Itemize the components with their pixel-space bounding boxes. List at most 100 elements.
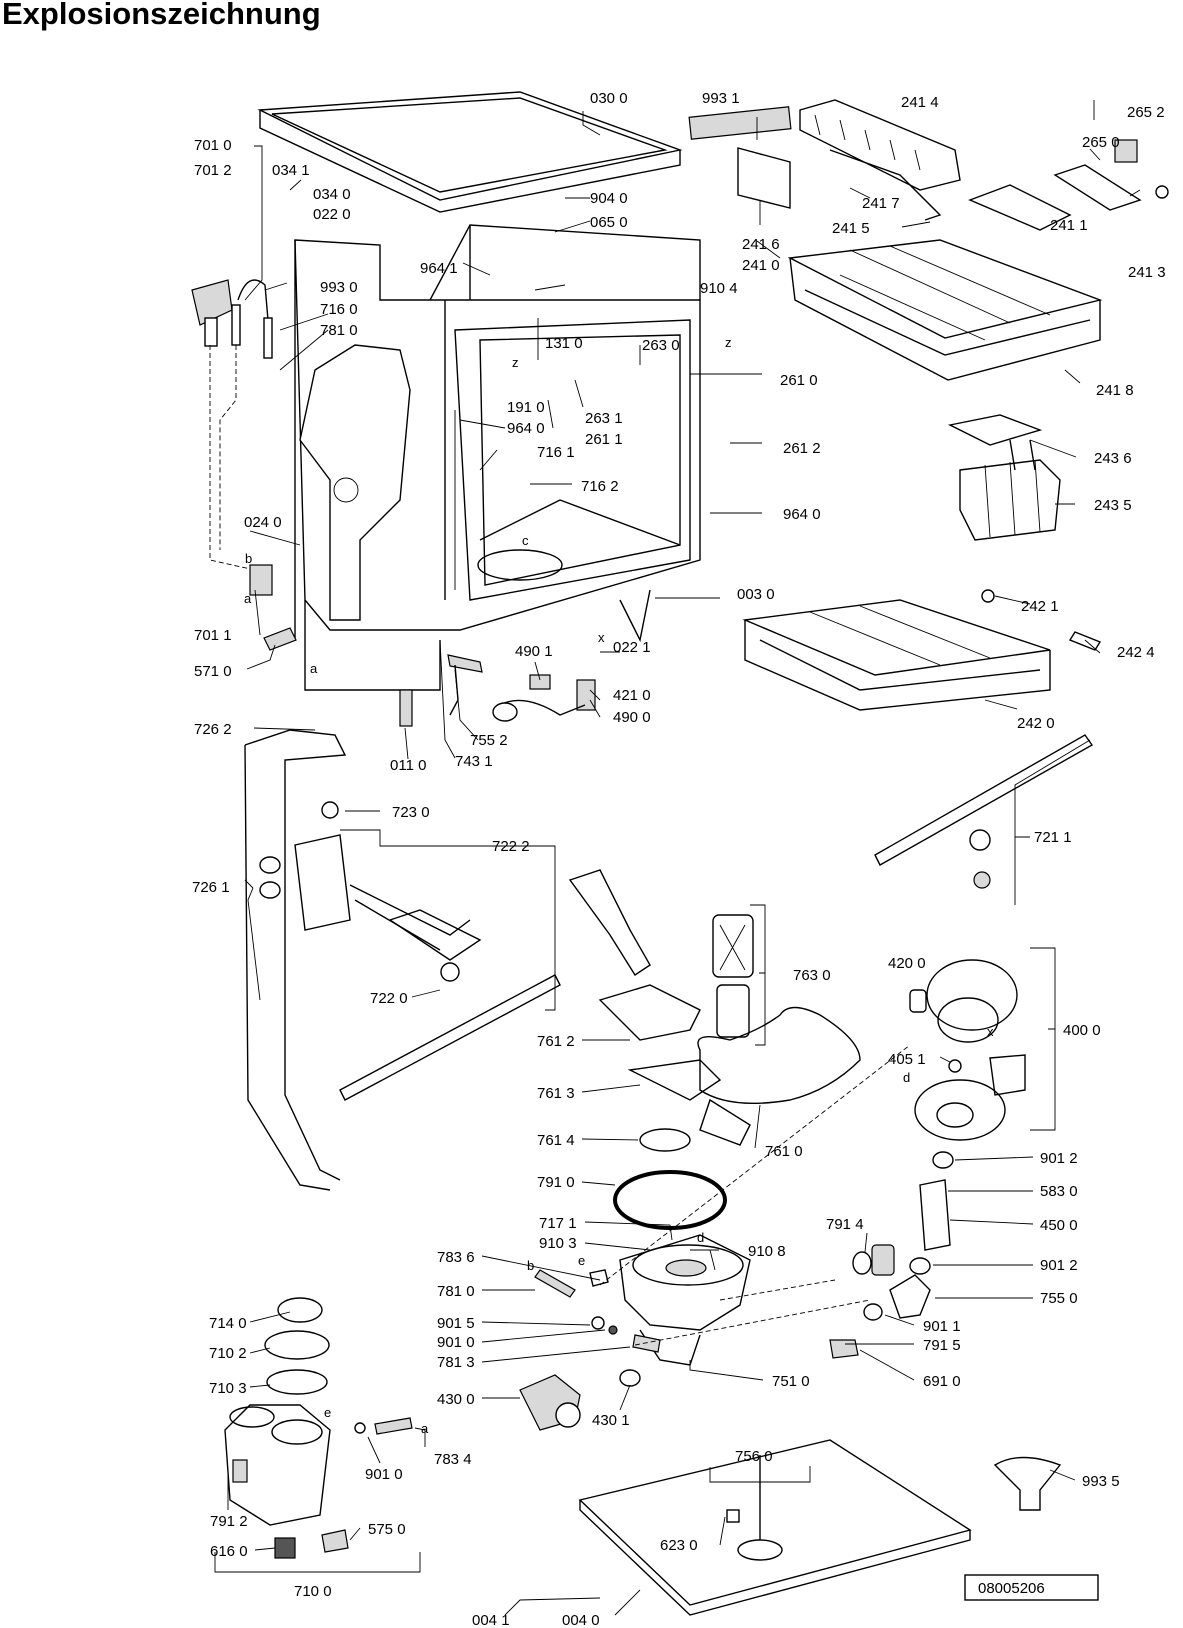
funnel-part — [993, 1456, 1062, 1511]
part-callout: 430 0 — [437, 1391, 475, 1408]
part-callout: 430 1 — [592, 1412, 630, 1429]
routing-line — [599, 1044, 911, 1286]
wheel-241-3-part — [1155, 185, 1169, 199]
clamp-901-0-part — [608, 1325, 618, 1335]
part-callout: 726 2 — [194, 721, 232, 738]
part-575-0 — [321, 1529, 349, 1553]
page-title: Explosionszeichnung — [2, 0, 321, 31]
part-callout: 575 0 — [368, 1521, 406, 1538]
insulation-marker — [333, 477, 359, 503]
part-callout: 791 4 — [826, 1216, 864, 1233]
part-callout: 131 0 — [545, 335, 583, 352]
part-callout: 716 2 — [581, 478, 619, 495]
part-callout: 993 0 — [320, 279, 358, 296]
part-callout: 261 1 — [585, 431, 623, 448]
part-callout: 004 1 — [472, 1612, 510, 1628]
base-plate-part — [578, 1439, 972, 1616]
part-callout: 721 1 — [1034, 829, 1072, 846]
salt-container-part — [224, 1297, 331, 1526]
part-callout: 901 2 — [1040, 1257, 1078, 1274]
part-callout: 761 2 — [537, 1033, 575, 1050]
inlet-valve-part — [191, 279, 273, 571]
lower-basket-part — [742, 599, 1051, 711]
part-callout: 263 0 — [642, 337, 680, 354]
connector-571-part — [263, 627, 297, 651]
part-callout: 024 0 — [244, 514, 282, 531]
basket-holder-part — [737, 147, 791, 209]
connection-letter-x: x — [598, 630, 605, 645]
cup-rack-part — [799, 99, 961, 191]
center-duct-part — [568, 869, 751, 1146]
part-callout: 910 8 — [748, 1243, 786, 1260]
connection-letter-c: c — [522, 533, 529, 548]
part-callout: 910 4 — [700, 280, 738, 297]
seal-791-4-part — [852, 1251, 872, 1275]
bracket-743-part — [447, 654, 483, 673]
circulation-pipe-part — [244, 729, 347, 1191]
heater-part — [919, 1179, 951, 1251]
part-callout: 241 8 — [1096, 382, 1134, 399]
part-callout: 783 6 — [437, 1249, 475, 1266]
clamp-901-2-part — [932, 1151, 954, 1169]
part-callout: 901 5 — [437, 1315, 475, 1332]
part-callout: 034 0 — [313, 186, 351, 203]
part-callout: 616 0 — [210, 1543, 248, 1560]
wheel-242-1-part — [981, 589, 995, 603]
part-callout: 241 7 — [862, 195, 900, 212]
part-callout: 701 1 — [194, 627, 232, 644]
part-callout: 791 0 — [537, 1174, 575, 1191]
part-callout: 241 0 — [742, 257, 780, 274]
lower-spray-arm-part — [339, 974, 561, 1101]
sump-part — [619, 1234, 751, 1366]
hose-781-0-part — [534, 1269, 576, 1298]
rail-part — [1053, 164, 1142, 211]
tub-cabinet-part — [294, 224, 701, 691]
connection-letter-d: d — [903, 1070, 910, 1085]
part-callout: 004 0 — [562, 1612, 600, 1628]
part-callout: 265 0 — [1082, 134, 1120, 151]
part-callout: 011 0 — [390, 757, 426, 774]
seal-405-1-part — [948, 1059, 962, 1073]
part-callout: 781 0 — [320, 322, 358, 339]
cutlery-tray-part — [947, 414, 1043, 446]
cup-shelf-part — [968, 184, 1072, 231]
part-callout: 034 1 — [272, 162, 310, 179]
seal-430-1-part — [619, 1369, 641, 1387]
flat-filter-part — [697, 1006, 861, 1104]
part-callout: 701 2 — [194, 162, 232, 179]
part-callout: 791 2 — [210, 1513, 248, 1530]
part-callout: 065 0 — [590, 214, 628, 231]
part-callout: 710 3 — [209, 1380, 247, 1397]
circulation-pump-motor-part — [909, 959, 1026, 1141]
clamp-901-1-part — [863, 1303, 883, 1321]
seal-791-0-part — [613, 1170, 727, 1230]
foot-part — [399, 689, 413, 727]
part-callout: 241 1 — [1050, 217, 1088, 234]
connection-letter-a: a — [421, 1421, 429, 1436]
rack-tine-part — [814, 114, 921, 171]
clip-part — [249, 564, 273, 596]
part-callout: 623 0 — [660, 1537, 698, 1554]
part-callout: 241 4 — [901, 94, 939, 111]
part-callout: 761 0 — [765, 1143, 803, 1160]
connection-letter-x: x — [987, 1024, 994, 1039]
connection-letter-b: b — [245, 551, 252, 566]
spray-feed-part — [294, 834, 482, 961]
connection-letter-d: d — [697, 1230, 704, 1245]
hose-755-0-part — [889, 1274, 931, 1319]
drain-pump-part — [519, 1374, 581, 1431]
part-callout: 263 1 — [585, 410, 623, 427]
strip-part — [688, 106, 792, 140]
part-616-0 — [274, 1537, 296, 1559]
part-callout: 241 3 — [1128, 264, 1166, 281]
part-callout: 420 0 — [888, 955, 926, 972]
connection-letter-e: e — [578, 1253, 585, 1268]
seal-761-4-part — [639, 1128, 691, 1152]
hub-721-part — [969, 829, 991, 851]
filter-part — [712, 914, 754, 1038]
part-callout: 964 0 — [507, 420, 545, 437]
part-callout: 450 0 — [1040, 1217, 1078, 1234]
part-callout: 243 6 — [1094, 450, 1132, 467]
part-callout: 243 5 — [1094, 497, 1132, 514]
